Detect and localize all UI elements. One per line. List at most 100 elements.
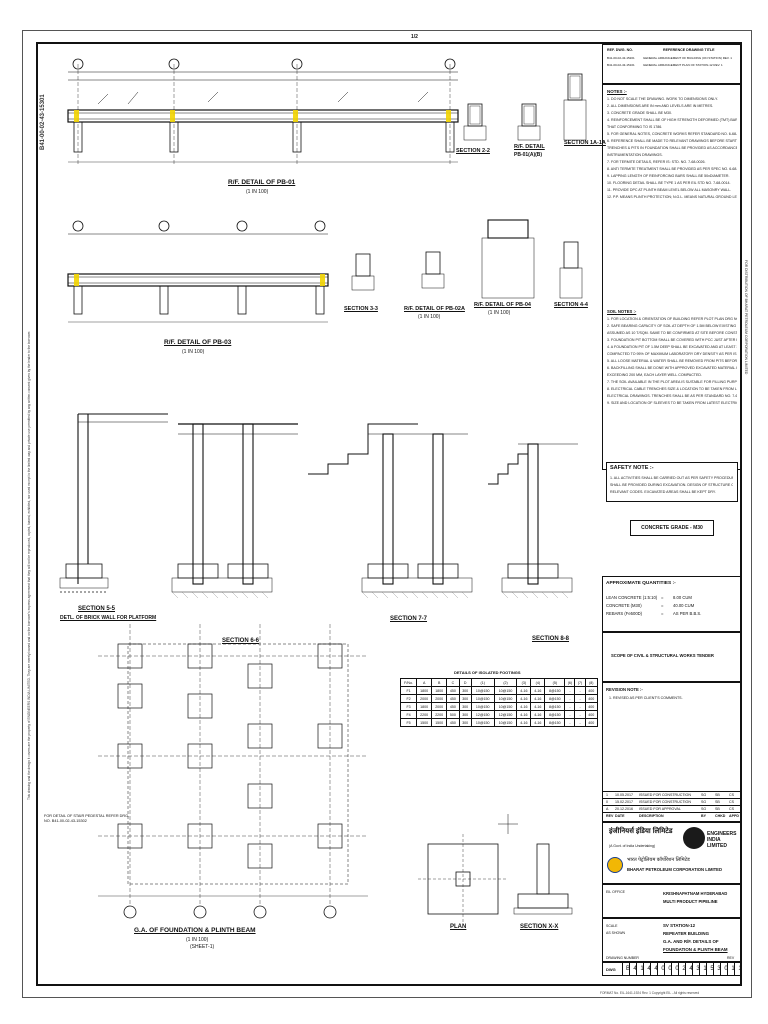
qty-eq: =: [661, 595, 664, 600]
concrete-grade-box: CONCRETE GRADE - M30: [630, 520, 714, 536]
scope-panel: SCOPE OF CIVIL & STRUCTURAL WORKS TENDER: [602, 632, 742, 682]
scale-value: AS SHOWN: [606, 931, 626, 935]
revision-note: 1. REVISED AS PER CLIENT'S COMMENTS.: [609, 696, 683, 700]
dwg-digit: 0: [720, 963, 731, 975]
title-panel: SCALE AS SHOWN SV STATION-12 REPEATER BU…: [602, 918, 742, 962]
fh: (3): [516, 678, 532, 687]
note-line: 3. CONCRETE GRADE SHALL BE M30.: [607, 111, 672, 115]
fh: (4): [530, 678, 546, 687]
note-line: 9. LAPPING LENGTH OF REINFORCING BARS SH…: [607, 174, 730, 178]
qty-eq: =: [661, 611, 664, 616]
sheet-mark: 1/2: [411, 34, 418, 40]
dwg-digit: 4: [629, 963, 640, 975]
fh: F/No.: [399, 678, 418, 687]
note-line: 5. ALL LOOSE MATERIAL & WATER SHALL BE R…: [607, 359, 737, 363]
note-line: 9. SIZE AND LOCATION OF SLEEVES TO BE TA…: [607, 401, 737, 405]
dwg-digit: B: [622, 963, 633, 975]
dwg-digit: 4: [650, 963, 661, 975]
note-line: 4. A FOUNDATION PIT OF 1.5M DEEP SHALL B…: [607, 345, 737, 349]
qty-value: 8.00 CUM: [673, 595, 692, 600]
fh: (8): [584, 678, 599, 687]
title-rf-detail-sub: PB-01(A)(B): [514, 152, 543, 158]
bpcl-hindi: भारत पेट्रोलियम कॉर्पोरेशन लिमिटेड: [627, 857, 690, 863]
note-line: 12. P.P. MEANS PLINTH PROTECTION; N.G.L.…: [607, 195, 737, 199]
revision-title: REVISION NOTE :-: [606, 687, 643, 692]
title-sec-22: SECTION 2-2: [456, 148, 490, 154]
title-rf-detail: R/F. DETAIL: [514, 144, 545, 150]
drawing-sheet: 1/2 R/F. DETAIL OF PB-01 (1 IN 100) SECT…: [36, 34, 742, 986]
note-line: 7. FOR TERMITE DETAILS, REFER IS: STD. N…: [607, 160, 706, 164]
office-label: EIL OFFICE: [606, 890, 625, 894]
revision-panel: REVISION NOTE :- 1. REVISED AS PER CLIEN…: [602, 682, 742, 822]
outer-border: [22, 30, 752, 998]
note-line: 1. FOR LOCATION & ORIENTATION OF BUILDIN…: [607, 317, 737, 321]
note-line: 4. REINFORCEMENT SHALL BE OF HIGH STRENG…: [607, 118, 737, 122]
plan-scale: (1 IN 100): [186, 937, 209, 943]
bpcl-name: BHARAT PETROLEUM CORPORATION LIMITED: [627, 867, 722, 872]
notes-panel: NOTES :- 1. DO NOT SCALE THE DRAWING. WO…: [602, 84, 742, 470]
safety-text: RELEVANT CODES. EXCAVATED AREAS SHALL BE…: [610, 490, 716, 494]
soil-notes-title: SOIL NOTES :-: [607, 309, 637, 314]
company-panel: इंजीनियर्स इंडिया लिमिटेड ENGINEERS INDI…: [602, 822, 742, 884]
note-line: 6. REFERENCE SHALL BE MADE TO RELEVANT D…: [607, 139, 737, 143]
fh: (2): [493, 678, 518, 687]
fh: A: [416, 678, 433, 687]
note-line: 3. FOUNDATION PIT BOTTOM SHALL BE COVERE…: [607, 338, 737, 342]
side-distribution-note: FOR DISTRIBUTION OF BHARAT PETROLEUM COR…: [744, 260, 748, 375]
rev-label: REV: [727, 956, 735, 960]
plan-sheet: (SHEET-1): [190, 944, 215, 950]
dwg-digit: 0: [664, 963, 675, 975]
table-row: 1 10.05.2017 ISSUED FOR CONSTRUCTION SG …: [603, 791, 741, 799]
title-sec-1a: SECTION 1A-1A: [564, 140, 606, 146]
note-line: COMPACTED TO 95% OF MAXIMUM LABORATORY D…: [607, 352, 737, 356]
note-line: 1. DO NOT SCALE THE DRAWING. WORK TO DIM…: [607, 97, 718, 101]
note-line: 11. PROVIDE DPC AT PLINTH BEAM LEVEL BEL…: [607, 188, 732, 192]
dwg-digit: 0: [671, 963, 682, 975]
dwg-no-tag: DWG: [606, 967, 616, 972]
note-line: 5. FOR GENERAL NOTES, CONCRETE WORKS REF…: [607, 132, 737, 136]
eil-hindi: इंजीनियर्स इंडिया लिमिटेड: [609, 828, 673, 835]
quantities-title: APPROXIMATE QUANTITIES :-: [606, 581, 676, 586]
title-sec-66: SECTION 6-6: [222, 638, 260, 644]
title-sec-55: SECTION 5-5: [78, 606, 116, 612]
note-line: 10. FLOORING DETAIL SHALL BE TYPE 1 AS P…: [607, 181, 731, 185]
ref-row-no: B41-00-02-43-15101: [607, 63, 635, 67]
title-rf-pb02a: R/F. DETAIL OF PB-02A: [404, 306, 465, 312]
note-line: ELECTRICAL DRAWINGS. TRENCHES SHALL BE A…: [607, 394, 737, 398]
revision-header-row: REV DATE DESCRIPTION BY CHKD APPD: [603, 812, 741, 820]
fh: D: [458, 678, 472, 687]
title-line-1: SV STATION-12: [663, 923, 696, 928]
title-plan-foundation: G.A. OF FOUNDATION & PLINTH BEAM: [134, 927, 256, 934]
fh: (7): [574, 678, 586, 687]
note-line: THAT CONFORMING TO IS 1786.: [607, 125, 663, 129]
fh: (5): [544, 678, 566, 687]
dwg-digit: 4: [685, 963, 696, 975]
dwg-digit: 1: [699, 963, 710, 975]
table-row: A 20.12.2016 ISSUED FOR APPROVAL SG SB C…: [603, 805, 741, 813]
title-sec-44: SECTION 4-4: [554, 302, 588, 308]
scope-text: SCOPE OF CIVIL & STRUCTURAL WORKS TENDER: [611, 653, 714, 658]
project-panel: EIL OFFICE KRISHNAPATNAM HYDERABAD MULTI…: [602, 884, 742, 918]
qty-eq: =: [661, 603, 664, 608]
fh: C: [446, 678, 460, 687]
title-sec-88: SECTION 8-8: [532, 636, 570, 642]
safety-text: 1. ALL ACTIVITIES SHALL BE CARRIED OUT A…: [610, 476, 733, 480]
dwg-digit: 3: [692, 963, 703, 975]
title-rf-pb03: R/F. DETAIL OF PB-03: [164, 339, 232, 346]
footing-table: F/No. A B C D (1) (2) (3) (4) (5) (6) (7…: [399, 678, 599, 727]
dwg-digit: 1: [636, 963, 647, 975]
qty-value: AS PER B.B.S.: [673, 611, 702, 616]
note-line: 8. ELECTRICAL CABLE TRENCHES SIZE & LOCA…: [607, 387, 737, 391]
project-line-1: KRISHNAPATNAM HYDERABAD: [663, 891, 728, 896]
note-line: 6. BACKFILLING SHALL BE DONE WITH APPROV…: [607, 366, 737, 370]
side-dwg-number: B41-00-02-43-15301: [40, 94, 46, 150]
ref-row-title: GENERAL ARRANGEMENT PLAN OF STATION-12 R…: [643, 63, 723, 67]
scale-rf-pb01: (1 IN 100): [246, 189, 269, 195]
title-sec-33: SECTION 3-3: [344, 306, 378, 312]
note-line: EXCEEDING 200 MM, EACH LAYER WELL COMPAC…: [607, 373, 702, 377]
note-line: 7. THE SOIL AVAILABLE IN THE PLOT AREA I…: [607, 380, 737, 384]
scale-rf-pb03: (1 IN 100): [182, 349, 205, 355]
